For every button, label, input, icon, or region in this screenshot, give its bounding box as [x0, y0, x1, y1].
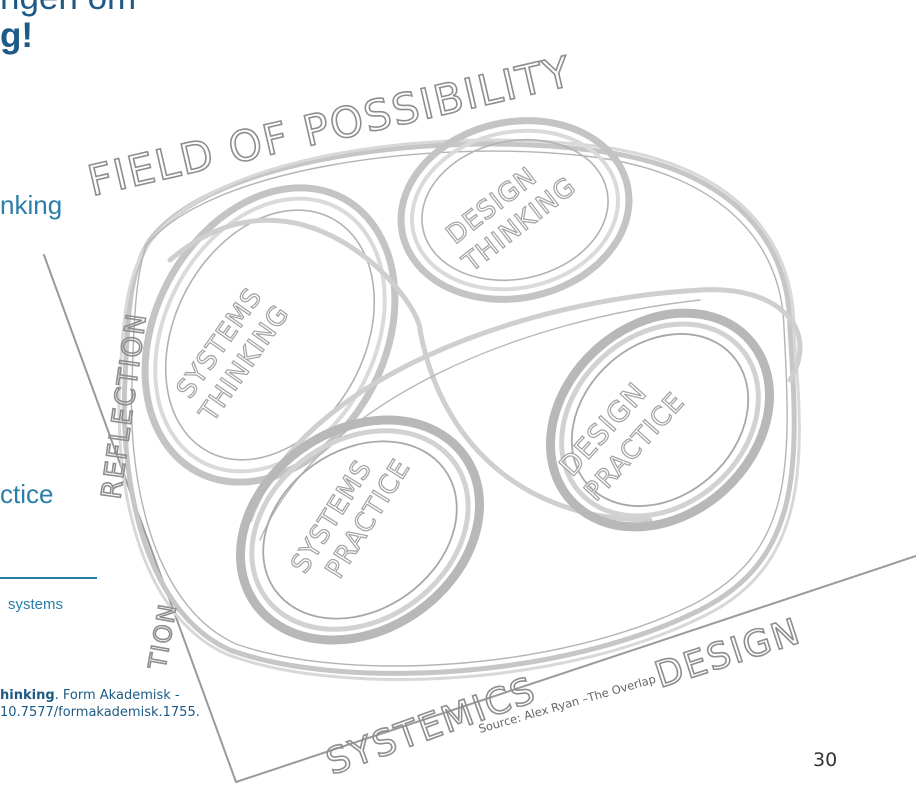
design-thinking-label: DESIGN THINKING: [440, 161, 583, 280]
reference-line1: hinking. Form Akademisk -: [0, 688, 180, 703]
systems-practice-loop: [235, 415, 485, 645]
reference-line2: 10.7577/formakademisk.1755.: [0, 705, 200, 720]
bullet-thinking: nking: [0, 190, 63, 220]
systems-thinking-label: SYSTEMS THINKING: [171, 282, 297, 429]
systems-thinking-loop: [141, 184, 399, 486]
action-axis-label: TION: [143, 601, 182, 672]
slide-title-line1: ngen om: [0, 0, 136, 18]
design-practice-loop: [545, 308, 775, 532]
caption-text: systems: [8, 596, 64, 613]
reference-rest: . Form Akademisk -: [54, 688, 180, 703]
page-number: 30: [813, 749, 838, 771]
horizontal-axis-line: [235, 555, 916, 783]
reflection-axis-label: REFLECTION: [96, 310, 153, 501]
design-thinking-loop: [397, 117, 633, 303]
slide-title-line2: g!: [0, 16, 34, 55]
divider-rule: [0, 577, 97, 579]
reference-bold: hinking: [0, 688, 55, 703]
overlap-loops: [141, 117, 803, 645]
bullet-practice: ctice: [0, 479, 54, 509]
